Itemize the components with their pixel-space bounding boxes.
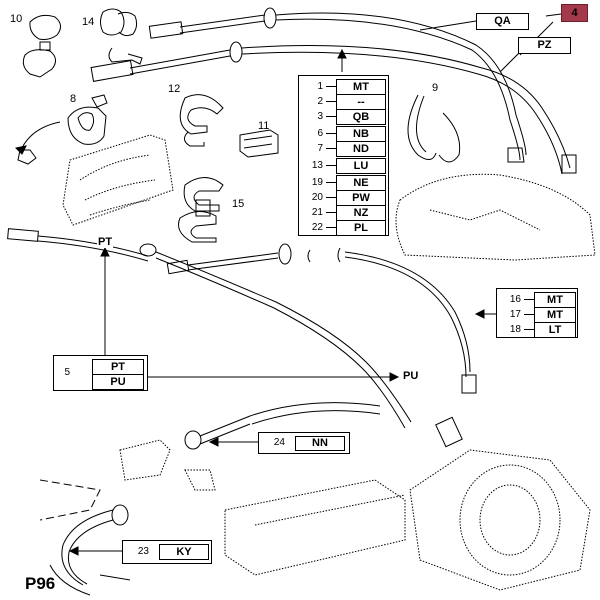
clip-15-drawing	[178, 177, 224, 243]
leader-dash	[326, 116, 336, 117]
right-table-code-cell[interactable]: LT	[534, 322, 576, 338]
part-number-12: 12	[168, 83, 181, 95]
leader-dash	[326, 197, 336, 198]
part-number-9: 9	[432, 82, 439, 94]
cable-hook-9-drawing	[407, 94, 461, 163]
part-number-14: 14	[82, 16, 95, 28]
main-table-code-cell[interactable]: NE	[336, 175, 386, 191]
main-table-row-number: 13	[311, 160, 323, 171]
part-number-11: 11	[258, 120, 270, 132]
callout-qa[interactable]: QA	[476, 13, 529, 30]
callout-table-main: 1 MT 2 -- 3 QB 6 NB 7 ND 13 LU 19 NE 20 PW 21 NZ 22 PL	[298, 75, 389, 236]
main-table-row-number: 20	[311, 192, 323, 203]
leader-dash	[326, 227, 336, 228]
right-table-row-number: 16	[509, 294, 521, 305]
leader-dash	[326, 148, 336, 149]
transmission-drawing	[409, 449, 591, 591]
part-number-15: 15	[232, 198, 245, 210]
right-table-row-number: 17	[509, 309, 521, 320]
item-number-5: 5	[64, 367, 70, 378]
main-table-code-cell[interactable]: ND	[336, 141, 386, 157]
cable-pt-drawing	[7, 228, 463, 448]
right-table-row-number: 18	[509, 324, 521, 335]
leader-dash	[326, 101, 336, 102]
gearbox-housing-drawing	[395, 173, 596, 261]
clip-12-drawing	[179, 94, 224, 147]
main-table-row-number: 21	[311, 207, 323, 218]
leader-dash	[326, 212, 336, 213]
right-table-code-cell[interactable]: MT	[534, 307, 576, 323]
instrument-cluster-drawing	[62, 134, 174, 226]
callout-pt[interactable]: PT	[92, 359, 144, 375]
main-table-row-number: 19	[311, 177, 323, 188]
main-table-row-number: 3	[317, 111, 323, 122]
item-number-23: 23	[137, 546, 149, 557]
cable-16-18-drawing	[166, 243, 477, 394]
callout-nn[interactable]: NN	[295, 436, 345, 451]
sensor-24-drawing	[184, 402, 381, 450]
second-speedo-cable-drawing	[90, 41, 577, 175]
part-number-10: 10	[10, 13, 23, 25]
clip-10-drawing	[22, 14, 61, 78]
callout-pz[interactable]: PZ	[518, 37, 571, 54]
main-table-row-number: 2	[317, 96, 323, 107]
callout-pu[interactable]: PU	[92, 374, 144, 390]
leader-dash	[524, 314, 534, 315]
leader-dash	[326, 182, 336, 183]
callout-item-5: 5 PT PU	[53, 355, 148, 391]
main-table-row-number: 22	[311, 222, 323, 233]
main-table-code-cell[interactable]: MT	[336, 79, 386, 95]
main-table-code-cell[interactable]: PW	[336, 190, 386, 206]
label-pt: PT	[97, 236, 114, 248]
leader-dash	[524, 299, 534, 300]
leader-dash	[524, 329, 534, 330]
main-table-code-cell[interactable]: --	[336, 94, 386, 110]
leader-dash	[326, 133, 336, 134]
callout-item-23: 23 KY	[122, 540, 212, 564]
item-number-24: 24	[273, 437, 285, 448]
main-table-code-cell[interactable]: PL	[336, 220, 386, 236]
main-table-code-cell[interactable]: QB	[336, 109, 386, 125]
sensor-body-drawing	[119, 439, 216, 491]
main-table-code-cell[interactable]: NZ	[336, 205, 386, 221]
callout-item-24: 24 NN	[258, 432, 350, 454]
main-table-code-cell[interactable]: LU	[336, 158, 386, 174]
main-table-row-number: 6	[317, 128, 323, 139]
main-table-code-cell[interactable]: NB	[336, 126, 386, 142]
leader-dash	[326, 86, 336, 87]
connector-drawing	[17, 149, 37, 165]
leader-lines	[49, 13, 562, 596]
main-table-row-number: 7	[317, 143, 323, 154]
callout-ky[interactable]: KY	[159, 544, 209, 560]
grommet-8-drawing	[14, 94, 108, 155]
clip-11-drawing	[239, 129, 279, 158]
clip-14-drawing	[100, 8, 143, 65]
cable-23-drawing	[61, 504, 129, 586]
break-line	[39, 479, 101, 521]
part-number-8: 8	[70, 93, 77, 105]
page-code: P96	[25, 574, 56, 593]
highlight-badge[interactable]: 4	[561, 4, 588, 22]
label-pu: PU	[402, 370, 420, 382]
leader-dash	[326, 165, 336, 166]
main-table-row-number: 1	[317, 81, 323, 92]
control-unit-drawing	[224, 479, 406, 576]
right-table-code-cell[interactable]: MT	[534, 292, 576, 308]
upper-speedo-cable-drawing	[148, 7, 527, 163]
